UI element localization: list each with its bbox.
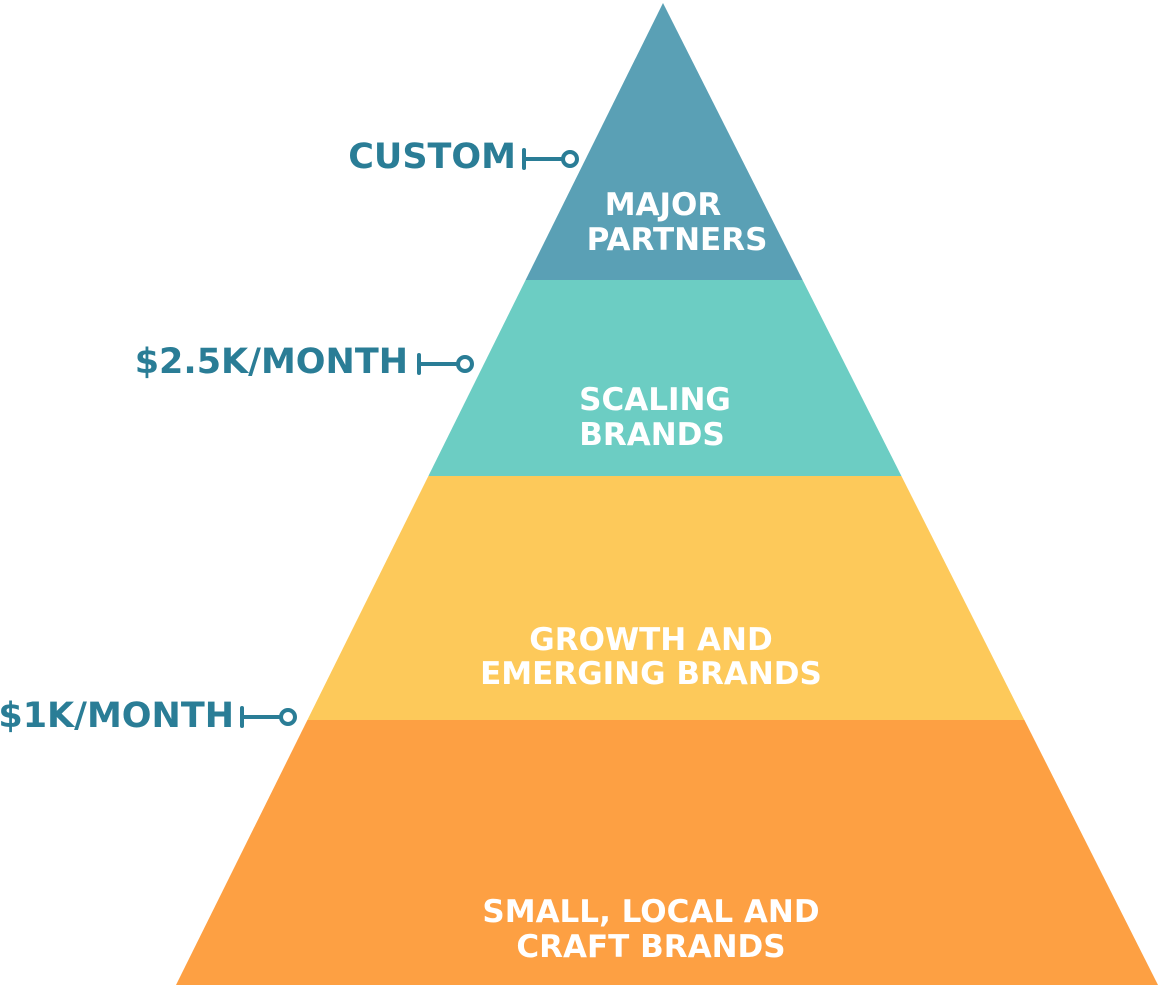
tier-growth-label-line-2: EMERGING BRANDS	[480, 656, 822, 692]
tier-major-label-line-1: MAJOR	[605, 187, 722, 223]
price-label-2-5k-month: $2.5K/MONTH	[135, 342, 474, 382]
price-label-2-5k-month-text: $2.5K/MONTH	[135, 342, 408, 382]
price-label-1k-month-text: $1K/MONTH	[0, 696, 234, 736]
tier-scaling-label-line-2: BRANDS	[579, 417, 725, 453]
tier-small-label-line-2: CRAFT BRANDS	[516, 929, 785, 965]
tier-scaling-label-line-1: SCALING	[579, 382, 731, 418]
price-label-1k-month: $1K/MONTH	[0, 696, 297, 736]
price-label-custom-text: CUSTOM	[348, 137, 516, 177]
tier-small-local-craft-brands	[176, 720, 1158, 985]
connector-dot-icon	[561, 150, 579, 168]
tier-major-partners	[525, 3, 803, 280]
tier-major-label-line-2: PARTNERS	[587, 222, 768, 258]
connector-dot-icon	[456, 355, 474, 373]
tier-scaling-brands	[428, 280, 902, 476]
tier-growth-label-line-1: GROWTH AND	[529, 622, 772, 658]
tier-small-label-line-1: SMALL, LOCAL AND	[482, 894, 819, 930]
tier-growth-emerging-brands	[307, 476, 1025, 720]
price-label-custom: CUSTOM	[348, 137, 579, 177]
connector-dot-icon	[279, 708, 297, 726]
